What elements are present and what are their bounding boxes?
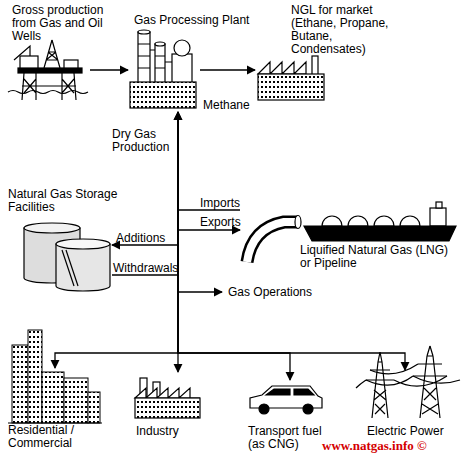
ngl-factory-part bbox=[258, 74, 324, 100]
flow-arrow bbox=[178, 112, 290, 380]
offshore-platform-part bbox=[8, 91, 88, 94]
node-text: Liquified Natural Gas (LNG) or Pipeline bbox=[300, 244, 450, 270]
flow-label: Gas Operations bbox=[228, 286, 328, 299]
edge-label: Exports bbox=[200, 216, 241, 229]
industry-node: Industry bbox=[128, 372, 228, 442]
edge-label: Additions bbox=[116, 232, 165, 245]
node-text: Gas Processing Plant bbox=[134, 14, 264, 27]
pipeline-part bbox=[295, 216, 301, 229]
storage-tanks-part bbox=[56, 239, 110, 249]
lng-node: Liquified Natural Gas (LNG) or Pipeline bbox=[240, 196, 455, 278]
lng-tanker-part bbox=[374, 216, 394, 226]
ngl-factory bbox=[258, 56, 324, 100]
storage-tanks bbox=[24, 223, 110, 291]
city-buildings-part bbox=[42, 372, 64, 423]
processing-plant-part bbox=[150, 50, 172, 62]
power-pylons-part bbox=[356, 364, 460, 388]
city-buildings-part bbox=[28, 330, 42, 423]
plant-node: Gas Processing Plant bbox=[128, 14, 200, 112]
node-text: NGL for market (Ethane, Propane, Butane,… bbox=[291, 4, 396, 56]
lng-tanker-part bbox=[430, 208, 446, 226]
cng-car bbox=[250, 386, 322, 414]
offshore-platform bbox=[8, 40, 88, 100]
storage-node: Natural Gas Storage Facilities bbox=[8, 188, 112, 292]
flow-arrow bbox=[55, 112, 178, 368]
city-buildings bbox=[8, 330, 102, 423]
flow-arrow bbox=[178, 112, 240, 230]
ngl-factory-part bbox=[312, 56, 318, 76]
processing-plant-part bbox=[138, 30, 150, 34]
offshore-platform-part bbox=[44, 40, 60, 68]
industry-factory bbox=[135, 378, 200, 418]
flow-arrow bbox=[90, 69, 128, 70]
flow-arrow bbox=[178, 112, 405, 370]
lng-tanker-part bbox=[322, 216, 342, 226]
node-text: Residential / Commercial bbox=[8, 424, 90, 450]
offshore-platform-part bbox=[22, 73, 76, 100]
cng-car-part bbox=[303, 404, 313, 414]
ngl-factory-part bbox=[258, 62, 306, 74]
lng-tanker-part bbox=[304, 226, 456, 241]
storage-tanks-part bbox=[56, 244, 110, 291]
lng-tanker-part bbox=[348, 216, 368, 226]
cng-car-part bbox=[266, 389, 314, 395]
flow-label: Methane bbox=[203, 99, 263, 112]
node-text: Gross production from Gas and Oil Wells bbox=[12, 4, 124, 43]
processing-plant-part bbox=[138, 44, 150, 68]
processing-plant-part bbox=[174, 40, 190, 56]
power-node: Electric Power bbox=[355, 370, 455, 440]
flow-arrow bbox=[177, 112, 178, 372]
line-label: Dry Gas Production bbox=[112, 128, 176, 154]
offshore-platform-part bbox=[18, 68, 82, 73]
pipeline-part bbox=[247, 222, 298, 262]
flow-arrow bbox=[112, 112, 178, 275]
lng-tanker-part bbox=[400, 216, 420, 226]
gas-operations-arrow bbox=[178, 291, 222, 292]
offshore-platform-part bbox=[64, 60, 78, 68]
cng-car-part bbox=[259, 404, 269, 414]
flow-arrow bbox=[200, 69, 255, 70]
ngl-node: NGL for market (Ethane, Propane, Butane,… bbox=[255, 4, 455, 102]
node-text: Electric Power bbox=[367, 425, 455, 438]
processing-plant-part bbox=[155, 56, 165, 68]
processing-plant-part bbox=[155, 42, 165, 46]
storage-tanks-part bbox=[62, 250, 78, 286]
watermark: www.natgas.info © bbox=[322, 439, 462, 452]
lng-tanker bbox=[304, 202, 456, 241]
processing-plant-part bbox=[130, 82, 196, 108]
edge-label: Imports bbox=[200, 197, 240, 210]
gas-operations-arrow-part bbox=[178, 291, 222, 292]
edge-label: Withdrawals bbox=[113, 262, 178, 275]
well-node: Gross production from Gas and Oil Wells bbox=[8, 2, 90, 100]
industry-factory-part bbox=[135, 388, 200, 398]
residential-node: Residential / Commercial bbox=[8, 368, 103, 453]
city-buildings-part bbox=[64, 378, 88, 423]
city-buildings-part bbox=[88, 392, 100, 423]
offshore-platform-part bbox=[20, 56, 38, 68]
city-buildings-part bbox=[12, 345, 28, 423]
storage-tanks-part bbox=[24, 223, 80, 233]
node-text: Industry bbox=[136, 425, 226, 438]
industry-factory-part bbox=[135, 398, 200, 418]
pipeline bbox=[247, 216, 301, 263]
power-pylons bbox=[356, 346, 460, 418]
flow-arrow bbox=[178, 112, 240, 210]
node-text: Natural Gas Storage Facilities bbox=[8, 188, 158, 214]
offshore-platform-part bbox=[14, 46, 30, 60]
processing-plant bbox=[130, 30, 196, 108]
flow-arrow bbox=[112, 112, 178, 245]
pipeline-part bbox=[247, 222, 298, 262]
lng-tanker-part bbox=[436, 202, 442, 208]
